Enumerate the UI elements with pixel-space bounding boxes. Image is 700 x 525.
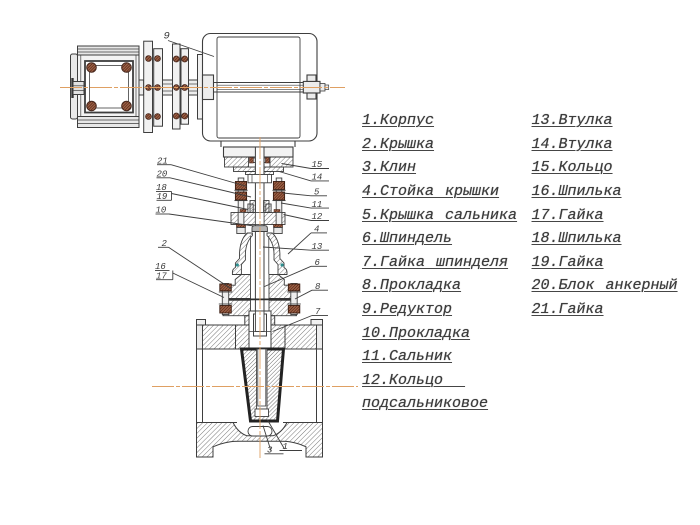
svg-text:21: 21: [157, 156, 168, 166]
svg-text:15: 15: [312, 160, 323, 170]
svg-text:5: 5: [314, 188, 320, 198]
svg-text:17: 17: [156, 271, 167, 281]
svg-text:10: 10: [156, 206, 167, 216]
svg-text:18: 18: [156, 183, 167, 193]
svg-text:14: 14: [312, 173, 323, 183]
svg-text:12: 12: [312, 212, 323, 222]
svg-text:6: 6: [315, 258, 321, 268]
svg-text:9: 9: [164, 31, 170, 43]
svg-text:2: 2: [162, 239, 168, 249]
svg-text:8: 8: [315, 282, 321, 292]
svg-text:4: 4: [314, 225, 319, 235]
svg-text:11: 11: [312, 200, 323, 210]
svg-text:1: 1: [283, 442, 288, 452]
svg-text:3: 3: [267, 446, 273, 456]
svg-text:20: 20: [157, 170, 168, 180]
svg-text:19: 19: [157, 192, 168, 202]
svg-text:7: 7: [315, 307, 321, 317]
svg-text:16: 16: [155, 262, 166, 272]
svg-text:13: 13: [312, 242, 323, 252]
